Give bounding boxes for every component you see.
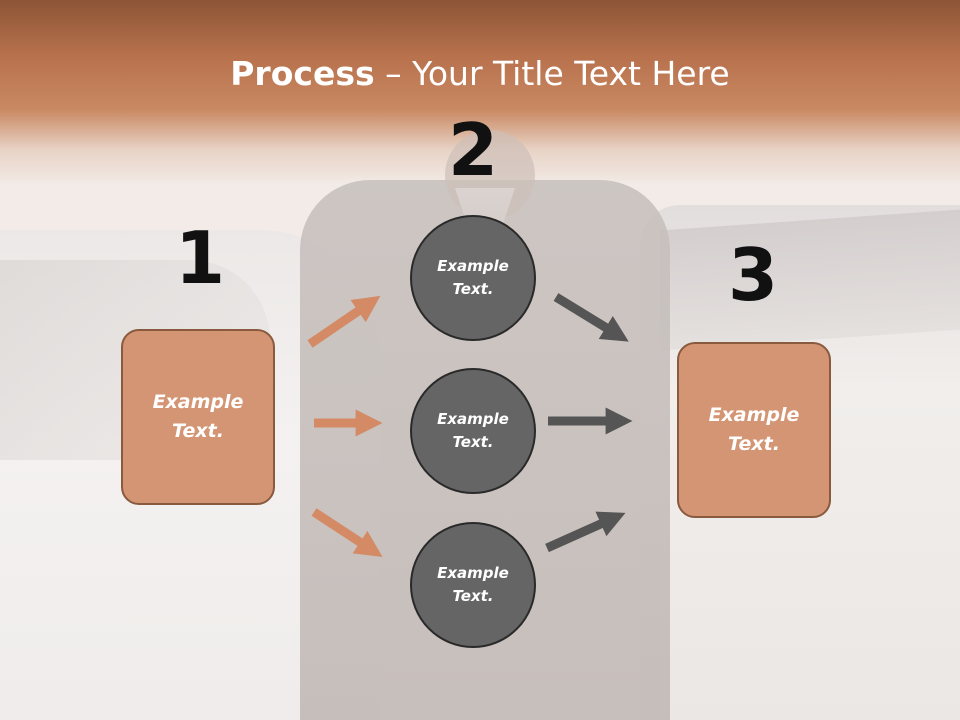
step-number-3: 3 [727,233,779,317]
step-number-1: 1 [174,216,226,300]
title-bold: Process [230,54,375,93]
box-right-text: Example Text. [708,404,800,455]
circle-top[interactable]: Example Text. [410,215,536,341]
circle-bottom[interactable]: Example Text. [410,522,536,648]
title-rest: – Your Title Text Here [374,54,730,93]
circle-middle-text: Example Text. [437,410,509,451]
box-right[interactable]: Example Text. [677,342,831,518]
arrow-left-to-top [307,295,381,348]
circle-middle[interactable]: Example Text. [410,368,536,494]
slide-title: Process – Your Title Text Here [0,52,960,96]
arrow-left-to-bottom [311,508,383,557]
box-left-text: Example Text. [152,391,244,442]
step-number-2: 2 [447,108,499,192]
box-left[interactable]: Example Text. [121,329,275,505]
circle-bottom-text: Example Text. [437,564,509,605]
arrow-top-to-right [553,293,629,342]
arrow-bottom-to-right [545,511,626,553]
circle-top-text: Example Text. [437,257,509,298]
